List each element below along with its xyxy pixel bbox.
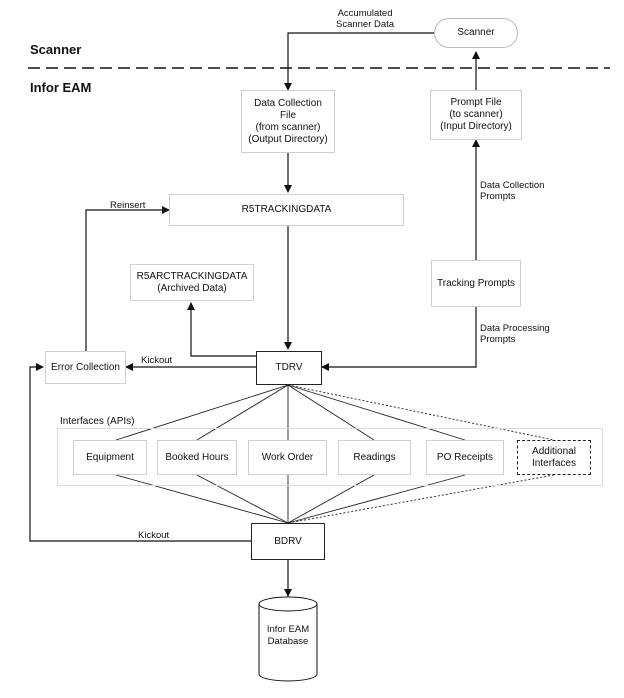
arrow-bdrv-to-error [29, 363, 251, 542]
interface-equipment: Equipment [73, 440, 147, 475]
tdrv-label: TDRV [275, 362, 303, 373]
interface-po-receipts: PO Receipts [426, 440, 504, 475]
interface-work-order-label: Work Order [261, 451, 314, 463]
bdrv-label: BDRV [274, 535, 302, 547]
arrow-error-to-reinsert [85, 206, 170, 351]
arrow-scanner-to-datafile [284, 32, 434, 91]
interface-readings: Readings [338, 440, 411, 475]
label-accumulated-scanner-data: Accumulated Scanner Data [336, 8, 395, 30]
interface-booked-hours: Booked Hours [157, 440, 237, 475]
scanner-label: Scanner [457, 27, 495, 38]
tdrv-node: TDRV [256, 351, 322, 385]
interfaces-title: Interfaces (APIs) [60, 416, 135, 427]
prompt-file-label: Prompt File (to scanner) (Input Director… [440, 97, 512, 132]
error-collection-label: Error Collection [51, 361, 120, 373]
tracking-prompts-node: Tracking Prompts [431, 260, 521, 307]
label-kickout-tdrv: Kickout [141, 355, 173, 366]
label-data-processing-prompts: Data Processing Prompts [480, 323, 550, 345]
r5arctrackingdata-label: R5ARCTRACKINGDATA (Archived Data) [136, 270, 248, 294]
scanner-node: Scanner [434, 18, 518, 48]
prompt-file-node: Prompt File (to scanner) (Input Director… [430, 90, 522, 140]
data-collection-file-label: Data Collection File (from scanner) (Out… [248, 97, 328, 145]
interface-readings-label: Readings [353, 451, 396, 463]
r5arctrackingdata-node: R5ARCTRACKINGDATA (Archived Data) [130, 264, 254, 301]
bdrv-node: BDRV [251, 523, 325, 560]
error-collection-node: Error Collection [45, 351, 126, 384]
interfaces-panel [57, 428, 603, 486]
fan-lines [115, 384, 555, 524]
label-reinsert: Reinsert [110, 200, 146, 211]
interface-additional: Additional Interfaces [517, 440, 591, 475]
r5trackingdata-node: R5TRACKINGDATA [169, 194, 404, 226]
database-node: Infor EAM Database [258, 596, 318, 682]
interface-equipment-label: Equipment [86, 451, 134, 463]
label-kickout-bdrv: Kickout [138, 530, 170, 541]
arrow-prompts-to-tdrv [321, 307, 477, 371]
interface-work-order: Work Order [248, 440, 327, 475]
database-label: Infor EAM Database [266, 624, 310, 647]
interface-booked-hours-label: Booked Hours [165, 451, 229, 463]
data-collection-file-node: Data Collection File (from scanner) (Out… [241, 90, 335, 153]
tracking-prompts-label: Tracking Prompts [437, 277, 515, 289]
interface-po-receipts-label: PO Receipts [436, 451, 494, 463]
database-icon [258, 596, 318, 682]
lane-title-infor-eam: Infor EAM [30, 80, 92, 95]
label-data-collection-prompts: Data Collection Prompts [480, 180, 545, 202]
interface-additional-label: Additional Interfaces [532, 445, 576, 469]
r5trackingdata-label: R5TRACKINGDATA [241, 204, 332, 215]
lane-title-scanner: Scanner [30, 42, 82, 57]
arrow-tdrv-to-archive [187, 302, 256, 357]
